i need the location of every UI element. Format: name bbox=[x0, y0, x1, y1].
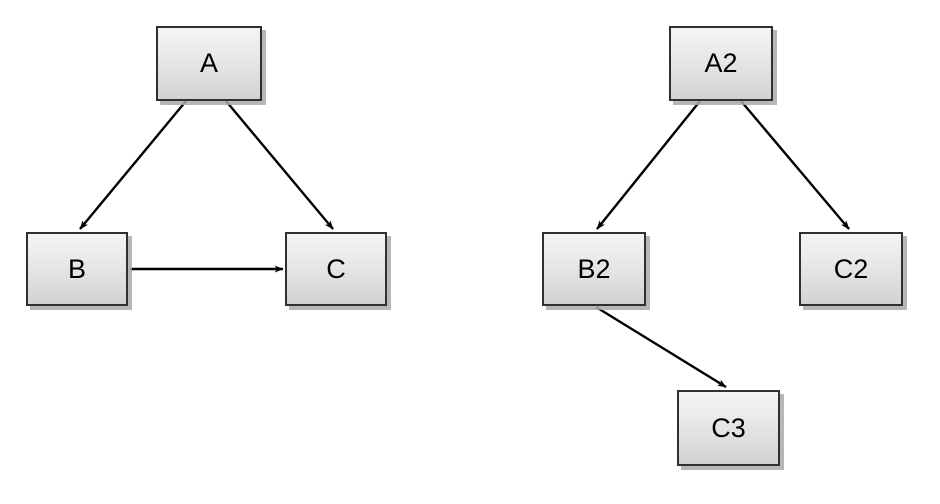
node-b-label: B bbox=[67, 253, 86, 284]
node-a-label: A bbox=[199, 48, 218, 78]
node-a2[interactable]: A2 bbox=[669, 26, 773, 101]
edge-b2-to-c3 bbox=[595, 305, 727, 389]
node-c2[interactable]: C2 bbox=[799, 232, 903, 306]
node-b2[interactable]: B2 bbox=[542, 232, 646, 306]
node-c2-label: C2 bbox=[833, 253, 869, 284]
node-b2-label: B2 bbox=[577, 253, 611, 284]
edge-a-to-b bbox=[79, 100, 187, 230]
edge-a-to-c bbox=[225, 100, 334, 230]
node-c-label: C bbox=[326, 253, 346, 284]
edge-a2-to-c2 bbox=[740, 100, 850, 230]
node-c3[interactable]: C3 bbox=[677, 390, 780, 466]
node-c[interactable]: C bbox=[285, 232, 387, 306]
edge-a2-to-b2 bbox=[596, 100, 701, 230]
node-a2-label: A2 bbox=[704, 48, 738, 78]
edges-group bbox=[79, 100, 850, 389]
node-c3-label: C3 bbox=[711, 412, 746, 443]
node-b[interactable]: B bbox=[26, 232, 128, 306]
node-a[interactable]: A bbox=[156, 26, 262, 101]
